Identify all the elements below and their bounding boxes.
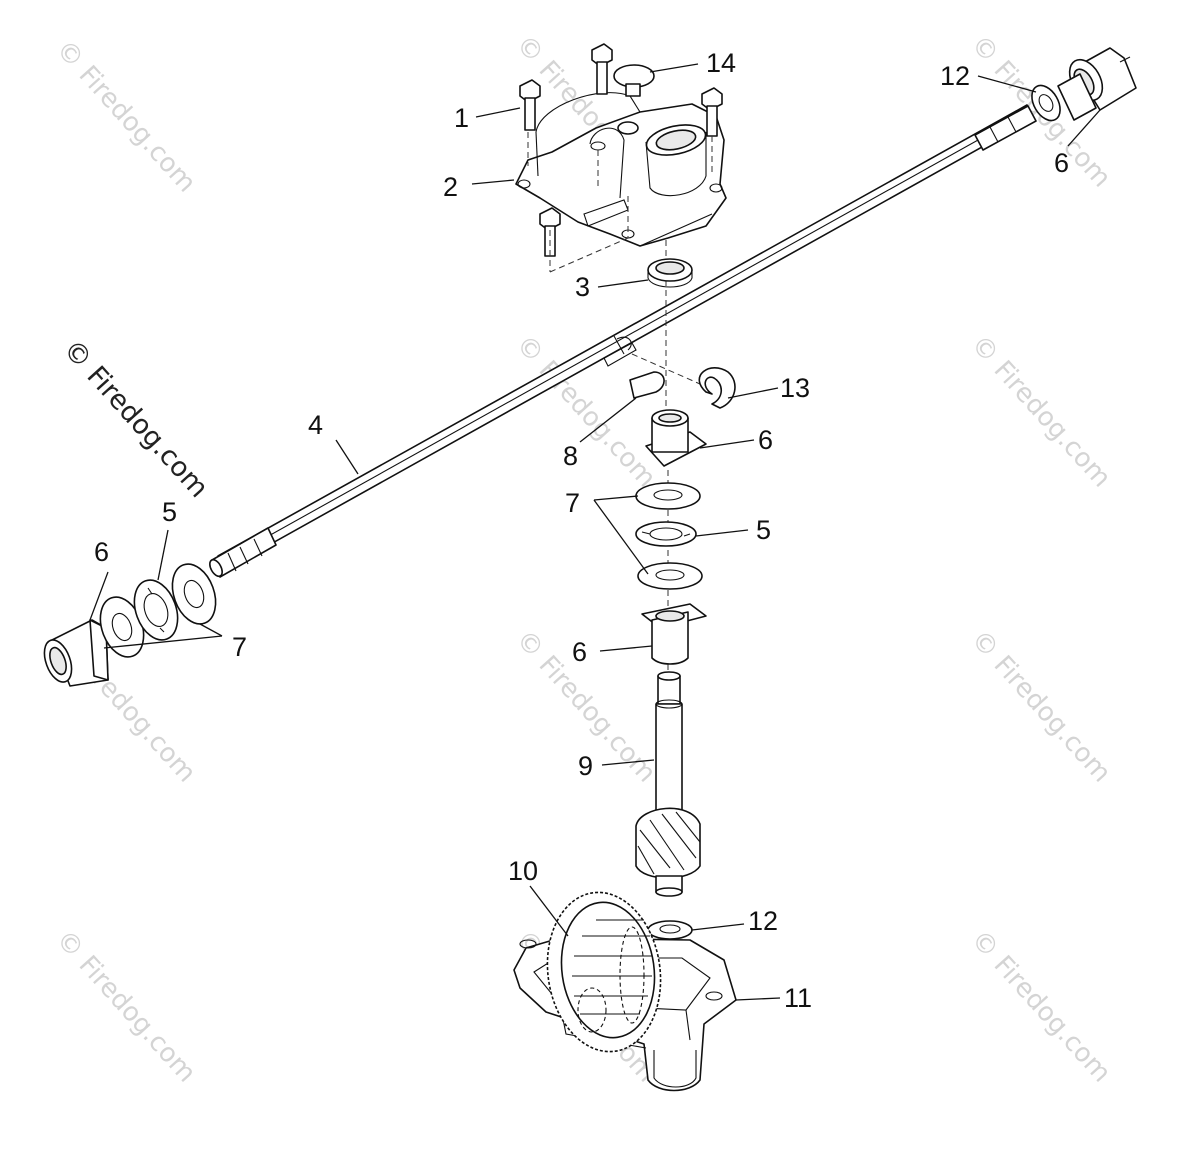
callout-9: 9: [578, 751, 593, 781]
washer-middle-part-7a[interactable]: [635, 482, 701, 510]
callout-12-top-right: 12: [940, 61, 970, 91]
callout-11: 11: [784, 983, 812, 1013]
watermark: © Firedog.com: [965, 925, 1117, 1089]
callout-5-left: 5: [162, 497, 177, 527]
watermark: © Firedog.com: [965, 330, 1117, 494]
bushing-left-part-6[interactable]: [39, 619, 109, 687]
callout-14: 14: [706, 48, 736, 78]
callout-labels: 1 2 3 4 5 6 7 6 12 14 13 8 6 7 5 6 9 10 …: [94, 48, 1069, 1013]
callout-1: 1: [454, 103, 469, 133]
bushing-middle-upper-part-6[interactable]: [645, 409, 707, 467]
washer-lower-part-12[interactable]: [647, 920, 693, 940]
callout-5-middle: 5: [756, 515, 771, 545]
washer-right-part-12[interactable]: [1026, 81, 1066, 126]
watermark: © Firedog.com: [965, 625, 1117, 789]
washer-middle-part-7b[interactable]: [637, 562, 703, 590]
clip-part-13[interactable]: [698, 367, 736, 409]
callout-12-lower: 12: [748, 906, 778, 936]
spacer-left-part-5[interactable]: [127, 574, 186, 646]
bolt-part-1[interactable]: [591, 43, 613, 95]
washer-left-part-7a[interactable]: [93, 591, 152, 663]
gear-part-10[interactable]: [537, 885, 670, 1059]
callout-4: 4: [308, 410, 323, 440]
callout-7-middle: 7: [565, 488, 580, 518]
bushing-right-part-6[interactable]: [1057, 47, 1137, 121]
plug-part-14[interactable]: [613, 64, 655, 97]
callout-6-middle-lower: 6: [572, 637, 587, 667]
callout-2: 2: [443, 172, 458, 202]
callout-3: 3: [575, 272, 590, 302]
watermark: © Firedog.com: [50, 925, 202, 1089]
washer-left-part-7b[interactable]: [165, 558, 224, 630]
leader-lines: [89, 63, 1101, 1001]
bushing-middle-lower-part-6[interactable]: [641, 603, 707, 665]
callout-6-top-right: 6: [1054, 148, 1069, 178]
seal-part-3[interactable]: [647, 258, 693, 288]
upper-housing-part-2[interactable]: [515, 92, 727, 247]
spacer-middle-part-5[interactable]: [635, 521, 697, 547]
callout-6-middle-upper: 6: [758, 425, 773, 455]
callout-10: 10: [508, 856, 538, 886]
callout-7-left: 7: [232, 632, 247, 662]
copyright-watermark: © Firedog.com: [57, 334, 214, 504]
callout-8: 8: [563, 441, 578, 471]
callout-13: 13: [780, 373, 810, 403]
watermark: © Firedog.com: [50, 35, 202, 199]
key-part-8[interactable]: [629, 371, 665, 399]
shaft-part-4[interactable]: [207, 104, 1037, 578]
callout-6-left: 6: [94, 537, 109, 567]
bolt-part-1[interactable]: [701, 87, 723, 137]
worm-shaft-part-9[interactable]: [635, 671, 701, 897]
bolt-part-1[interactable]: [519, 79, 541, 131]
